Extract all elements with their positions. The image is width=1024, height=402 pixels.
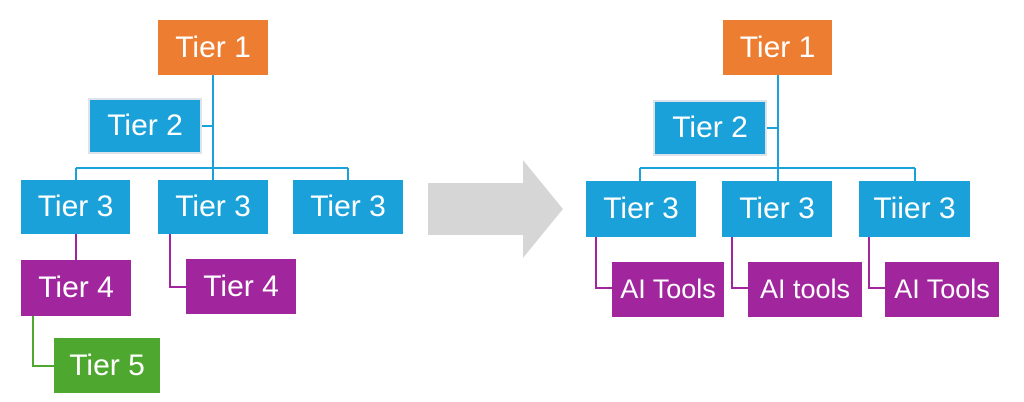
right-tools-b-connector bbox=[731, 237, 748, 289]
left-tier4-label-1: Tier 4 bbox=[38, 271, 114, 304]
left-tier1-label: Tier 1 bbox=[175, 30, 251, 64]
right-tier1-box: Tier 1 bbox=[723, 20, 832, 75]
left-tier3-label-2: Tier 3 bbox=[175, 190, 251, 223]
right-tier3-label-3: Tiier 3 bbox=[873, 192, 956, 225]
right-tools-a-connector bbox=[595, 237, 612, 289]
left-tier5-box: Tier 5 bbox=[54, 338, 160, 393]
right-tools-box-2: AI tools bbox=[748, 262, 862, 317]
right-tools-label-3: AI Tools bbox=[894, 274, 990, 304]
transition-arrow bbox=[428, 160, 563, 258]
left-tier4-label-2: Tier 4 bbox=[203, 269, 279, 303]
right-tools-label-2: AI tools bbox=[759, 274, 851, 304]
left-tier3-box-1: Tier 3 bbox=[21, 180, 130, 234]
right-tools-label-1: AI Tools bbox=[620, 274, 716, 304]
right-tools-connectors bbox=[595, 237, 885, 289]
left-tier1-box: Tier 1 bbox=[158, 20, 268, 75]
right-tier3-box-3: Tiier 3 bbox=[859, 181, 970, 237]
right-tier3-label-1: Tier 3 bbox=[603, 192, 679, 225]
left-tier2-label: Tier 2 bbox=[107, 109, 183, 142]
right-tools-box-3: AI Tools bbox=[885, 262, 999, 317]
right-tier2-label: Tier 2 bbox=[672, 111, 748, 144]
left-tier3-label-3: Tier 3 bbox=[310, 190, 386, 223]
right-tools-c-connector bbox=[868, 237, 885, 289]
right-tier3-label-2: Tier 3 bbox=[739, 192, 815, 225]
left-tier4-box-1: Tier 4 bbox=[21, 260, 131, 316]
left-tier5-connector-group bbox=[32, 316, 54, 367]
left-tier3-box-2: Tier 3 bbox=[158, 180, 268, 234]
left-tier4-box-2: Tier 4 bbox=[186, 259, 296, 314]
right-tier3-box-1: Tier 3 bbox=[586, 181, 696, 237]
left-tier3-label-1: Tier 3 bbox=[37, 190, 114, 223]
left-connectors bbox=[75, 75, 349, 180]
left-tier4-connectors bbox=[75, 234, 186, 288]
left-tier5-connector bbox=[32, 316, 54, 367]
left-tier5-label: Tier 5 bbox=[69, 348, 145, 382]
left-tier4b-connector bbox=[169, 234, 186, 288]
left-tier3-box-3: Tier 3 bbox=[293, 180, 403, 234]
right-connectors bbox=[639, 75, 916, 181]
right-tools-box-1: AI Tools bbox=[612, 262, 724, 317]
right-tier1-label: Tier 1 bbox=[739, 30, 816, 64]
right-tier3-box-2: Tier 3 bbox=[722, 181, 832, 237]
right-tier2-box: Tier 2 bbox=[653, 100, 767, 156]
left-tier2-box: Tier 2 bbox=[88, 98, 202, 154]
